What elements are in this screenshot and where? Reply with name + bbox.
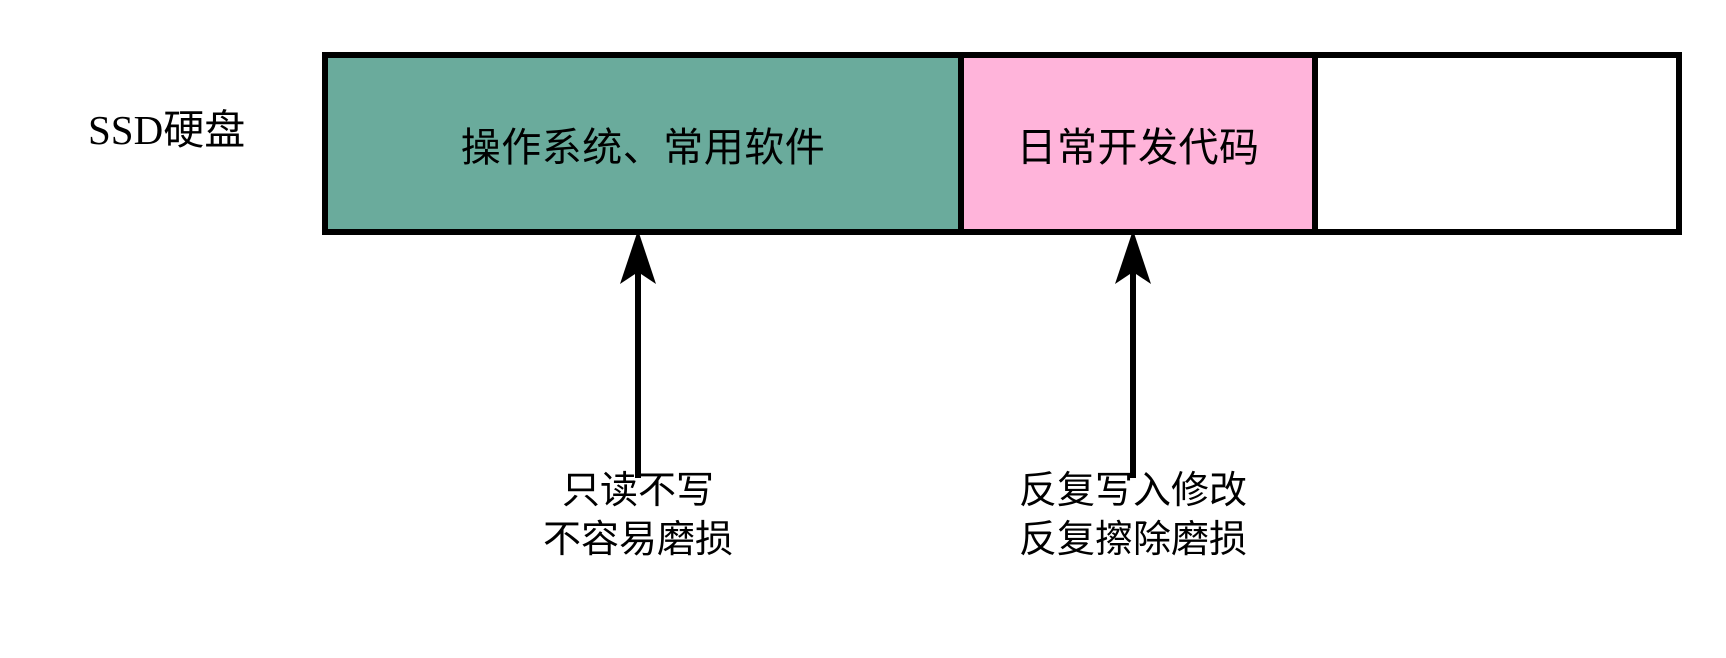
segment-dev-code[interactable]: 日常开发代码 xyxy=(958,58,1312,229)
ssd-side-label: SSD硬盘 xyxy=(88,107,246,153)
annotation-caption-read-only-line-1: 只读不写 xyxy=(561,470,715,512)
annotation-caption-rewrite-line-1: 反复写入修改 xyxy=(1018,470,1248,512)
ssd-capacity-bar: 操作系统、常用软件 日常开发代码 xyxy=(322,52,1682,235)
segment-system-software[interactable]: 操作系统、常用软件 xyxy=(328,58,958,229)
segment-free-space[interactable] xyxy=(1312,58,1676,229)
segment-dev-code-label: 日常开发代码 xyxy=(1016,125,1260,170)
annotation-arrow-rewrite xyxy=(1103,228,1163,478)
annotation-caption-read-only-line-2: 不容易磨损 xyxy=(542,519,734,561)
annotation-caption-rewrite: 反复写入修改 反复擦除磨损 xyxy=(1019,467,1247,565)
annotation-arrow-read-only xyxy=(608,228,668,478)
annotation-caption-read-only: 只读不写 不容易磨损 xyxy=(543,467,733,565)
annotation-caption-rewrite-line-2: 反复擦除磨损 xyxy=(1018,519,1248,561)
segment-system-software-label: 操作系统、常用软件 xyxy=(460,125,826,170)
